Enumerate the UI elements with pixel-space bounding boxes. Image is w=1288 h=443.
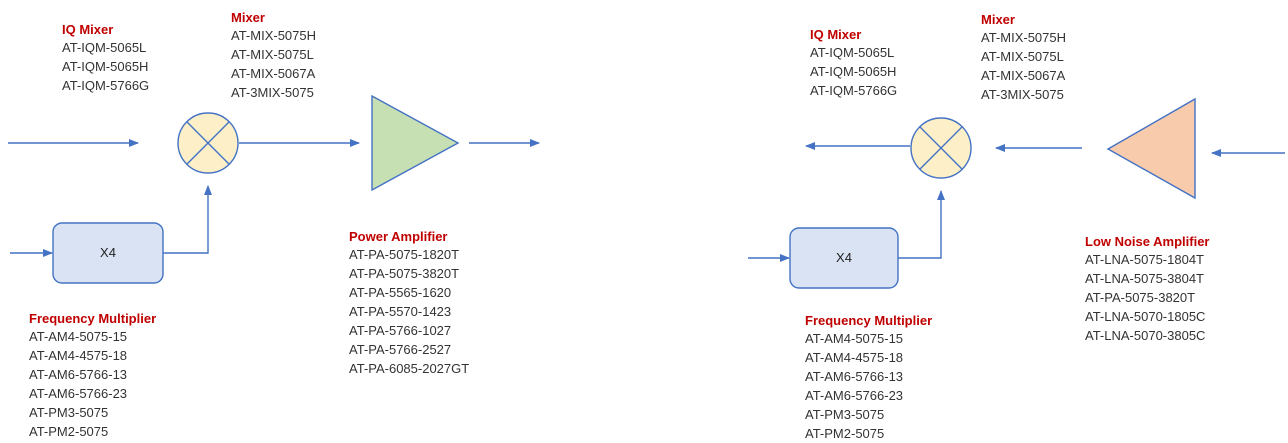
part-number: AT-PA-5075-1820T bbox=[349, 247, 460, 262]
part-number: AT-MIX-5075L bbox=[231, 47, 314, 62]
rx-multiplier-box-label: X4 bbox=[836, 250, 852, 265]
tx-power-amplifier-symbol bbox=[371, 94, 460, 192]
tx-iq-mixer-parts: AT-IQM-5065L AT-IQM-5065H AT-IQM-5766G bbox=[62, 38, 149, 95]
part-number: AT-IQM-5065H bbox=[810, 64, 897, 79]
rx-mixer-symbol bbox=[910, 117, 972, 179]
rx-mixer-title: Mixer bbox=[981, 12, 1015, 27]
part-number: AT-IQM-5065L bbox=[810, 45, 895, 60]
part-number: AT-PA-6085-2027GT bbox=[349, 361, 470, 376]
part-number: AT-MIX-5067A bbox=[231, 66, 316, 81]
tx-frequency-multiplier-parts: AT-AM4-5075-15 AT-AM4-4575-18 AT-AM6-576… bbox=[29, 327, 156, 441]
part-number: AT-IQM-5065L bbox=[62, 40, 147, 55]
tx-frequency-multiplier-group: Frequency Multiplier AT-AM4-5075-15 AT-A… bbox=[29, 311, 156, 441]
rx-multiplier-box bbox=[789, 227, 899, 289]
rx-multiplier-to-mixer-line bbox=[898, 190, 945, 259]
part-number: AT-LNA-5075-3804T bbox=[1085, 271, 1204, 286]
tx-mixer-symbol bbox=[177, 112, 239, 174]
rx-mixer-group: Mixer AT-MIX-5075H AT-MIX-5075L AT-MIX-5… bbox=[981, 12, 1066, 104]
tx-multiplier-box bbox=[52, 222, 164, 284]
rx-lna-symbol bbox=[1106, 97, 1196, 200]
part-number: AT-PA-5570-1423 bbox=[349, 304, 452, 319]
rx-lna-parts: AT-LNA-5075-1804T AT-LNA-5075-3804T AT-P… bbox=[1085, 250, 1209, 345]
rx-iq-mixer-title: IQ Mixer bbox=[810, 27, 862, 42]
part-number: AT-PA-5075-3820T bbox=[349, 266, 460, 281]
part-number: AT-AM6-5766-13 bbox=[805, 369, 904, 384]
rx-mixer-parts: AT-MIX-5075H AT-MIX-5075L AT-MIX-5067A A… bbox=[981, 28, 1066, 104]
part-number: AT-PA-5766-1027 bbox=[349, 323, 452, 338]
part-number: AT-PM3-5075 bbox=[29, 405, 109, 420]
part-number: AT-3MIX-5075 bbox=[231, 85, 314, 100]
tx-iq-mixer-title: IQ Mixer bbox=[62, 22, 114, 37]
tx-mixer-group: Mixer AT-MIX-5075H AT-MIX-5075L AT-MIX-5… bbox=[231, 10, 316, 102]
rx-iq-mixer-parts: AT-IQM-5065L AT-IQM-5065H AT-IQM-5766G bbox=[810, 43, 897, 100]
rx-frequency-multiplier-parts: AT-AM4-5075-15 AT-AM4-4575-18 AT-AM6-576… bbox=[805, 329, 932, 443]
part-number: AT-PA-5565-1620 bbox=[349, 285, 452, 300]
part-number: AT-AM4-4575-18 bbox=[805, 350, 904, 365]
part-number: AT-PM3-5075 bbox=[805, 407, 885, 422]
tx-iq-mixer-group: IQ Mixer AT-IQM-5065L AT-IQM-5065H AT-IQ… bbox=[62, 22, 149, 95]
part-number: AT-PA-5075-3820T bbox=[1085, 290, 1196, 305]
part-number: AT-AM4-4575-18 bbox=[29, 348, 128, 363]
rx-frequency-multiplier-title: Frequency Multiplier bbox=[805, 313, 933, 328]
part-number: AT-LNA-5070-3805C bbox=[1085, 328, 1206, 343]
tx-mixer-title: Mixer bbox=[231, 10, 265, 25]
tx-power-amplifier-title: Power Amplifier bbox=[349, 229, 448, 244]
part-number: AT-IQM-5065H bbox=[62, 59, 149, 74]
part-number: AT-PM2-5075 bbox=[29, 424, 109, 439]
tx-power-amplifier-group: Power Amplifier AT-PA-5075-1820T AT-PA-5… bbox=[349, 229, 469, 378]
part-number: AT-PM2-5075 bbox=[805, 426, 885, 441]
part-number: AT-AM6-5766-13 bbox=[29, 367, 128, 382]
part-number: AT-AM4-5075-15 bbox=[29, 329, 128, 344]
part-number: AT-AM4-5075-15 bbox=[805, 331, 904, 346]
part-number: AT-MIX-5075H bbox=[981, 30, 1067, 45]
part-number: AT-LNA-5070-1805C bbox=[1085, 309, 1206, 324]
tx-mixer-parts: AT-MIX-5075H AT-MIX-5075L AT-MIX-5067A A… bbox=[231, 26, 316, 102]
rx-frequency-multiplier-group: Frequency Multiplier AT-AM4-5075-15 AT-A… bbox=[805, 313, 932, 443]
part-number: AT-MIX-5075H bbox=[231, 28, 317, 43]
part-number: AT-MIX-5067A bbox=[981, 68, 1066, 83]
part-number: AT-IQM-5766G bbox=[810, 83, 898, 98]
tx-multiplier-box-label: X4 bbox=[100, 245, 116, 260]
part-number: AT-IQM-5766G bbox=[62, 78, 150, 93]
rx-lna-group: Low Noise Amplifier AT-LNA-5075-1804T AT… bbox=[1085, 234, 1209, 345]
part-number: AT-AM6-5766-23 bbox=[29, 386, 128, 401]
tx-power-amplifier-parts: AT-PA-5075-1820T AT-PA-5075-3820T AT-PA-… bbox=[349, 245, 469, 378]
part-number: AT-MIX-5075L bbox=[981, 49, 1064, 64]
tx-multiplier-to-mixer-line bbox=[163, 185, 212, 254]
tx-frequency-multiplier-title: Frequency Multiplier bbox=[29, 311, 157, 326]
rx-lna-title: Low Noise Amplifier bbox=[1085, 234, 1210, 249]
part-number: AT-AM6-5766-23 bbox=[805, 388, 904, 403]
part-number: AT-3MIX-5075 bbox=[981, 87, 1064, 102]
rx-iq-mixer-group: IQ Mixer AT-IQM-5065L AT-IQM-5065H AT-IQ… bbox=[810, 27, 897, 100]
part-number: AT-LNA-5075-1804T bbox=[1085, 252, 1204, 267]
part-number: AT-PA-5766-2527 bbox=[349, 342, 452, 357]
